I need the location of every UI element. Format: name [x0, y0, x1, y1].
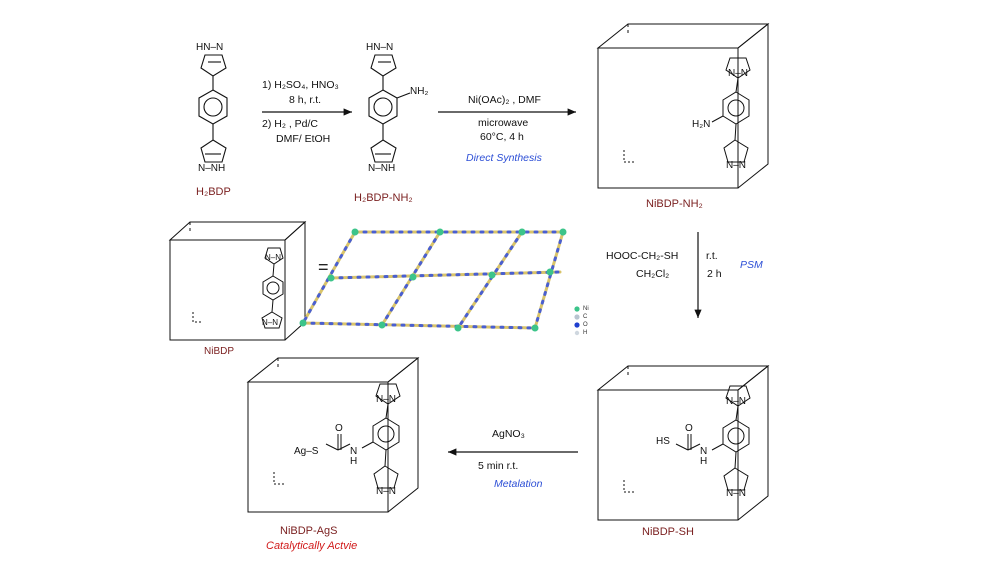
step3-reagent: HOOC-CH₂-SH	[606, 250, 679, 262]
step3-method: PSM	[740, 259, 763, 271]
step3-time: 2 h	[707, 268, 722, 280]
nibdp-nh2-linker	[711, 57, 751, 163]
step2-method: Direct Synthesis	[466, 152, 542, 164]
h2bdp-nh2-bottom-nitrogen: N–NH	[368, 163, 396, 174]
label-h2bdp: H₂BDP	[196, 186, 231, 198]
step3-solvent: CH₂Cl₂	[636, 268, 670, 280]
legend-c: C	[583, 314, 588, 320]
nibdp-sh-linker	[675, 385, 751, 491]
nibdp-sh-top-nitrogen: N–N	[726, 396, 747, 407]
nibdp-sh-thiol: HS	[656, 436, 670, 447]
h2bdp-nh2-structure	[368, 54, 411, 163]
nibdp-ags-carbonyl-o: O	[335, 423, 343, 434]
nibdp-ags-amide-n: N	[350, 446, 358, 457]
label-nibdp: NiBDP	[204, 346, 235, 357]
box-nibdp-sh	[596, 364, 770, 521]
step4-conditions: 5 min r.t.	[478, 460, 519, 472]
label-catalytically-active: Catalytically Actvie	[266, 540, 358, 552]
equals-sign: =	[318, 257, 329, 277]
nibdp-linker	[261, 247, 284, 329]
step2-line2: microwave	[478, 117, 529, 129]
step4-reagent: AgNO₃	[492, 428, 525, 440]
nibdp-sh-bottom-nitrogen: N–N	[726, 488, 747, 499]
h2bdp-top-nitrogen: HN–N	[196, 42, 224, 53]
nibdp-ags-amide-h: H	[350, 456, 358, 467]
box-nibdp	[168, 220, 307, 341]
label-nibdp-ags: NiBDP-AgS	[280, 525, 338, 537]
nibdp-top-nitrogen: N–N	[265, 253, 282, 262]
nibdp-sh-amide-n: N	[700, 446, 708, 457]
legend-h: H	[583, 330, 588, 336]
nibdp-nh2-amine: H₂N	[692, 119, 711, 130]
step1-line2: 8 h, r.t.	[289, 94, 322, 106]
h2bdp-nh2-amine: NH₂	[410, 86, 429, 97]
nibdp-ags-top-nitrogen: N–N	[376, 394, 397, 405]
legend-dots	[574, 306, 580, 336]
box-nibdp-nh2	[596, 22, 770, 189]
nibdp-ags-linker	[325, 383, 401, 489]
label-nibdp-nh2: NiBDP-NH₂	[646, 198, 703, 210]
nibdp-nh2-top-nitrogen: N–N	[728, 68, 749, 79]
step1-line3: 2) H₂ , Pd/C	[262, 118, 319, 130]
h2bdp-structure	[198, 54, 228, 163]
legend-o: O	[583, 322, 588, 328]
h2bdp-nh2-top-nitrogen: HN–N	[366, 42, 394, 53]
mof-framework	[299, 228, 567, 332]
step3-temp: r.t.	[706, 250, 718, 262]
step2-line3: 60°C, 4 h	[480, 131, 524, 143]
legend-ni: Ni	[583, 306, 589, 312]
step4-method: Metalation	[494, 478, 543, 490]
nibdp-sh-amide-h: H	[700, 456, 708, 467]
nibdp-ags-silver-thiolate: Ag–S	[294, 446, 319, 457]
step1-line1: 1) H₂SO₄, HNO₃	[262, 79, 339, 91]
step2-line1: Ni(OAc)₂ , DMF	[468, 94, 541, 106]
step1-line4: DMF/ EtOH	[276, 133, 331, 145]
label-nibdp-sh: NiBDP-SH	[642, 526, 694, 538]
nibdp-ags-bottom-nitrogen: N–N	[376, 486, 397, 497]
nibdp-sh-carbonyl-o: O	[685, 423, 693, 434]
nibdp-nh2-bottom-nitrogen: N–N	[726, 160, 747, 171]
box-nibdp-ags	[246, 356, 420, 513]
h2bdp-bottom-nitrogen: N–NH	[198, 163, 226, 174]
label-h2bdp-nh2: H₂BDP-NH₂	[354, 192, 413, 204]
nibdp-bottom-nitrogen: N–N	[262, 318, 279, 327]
